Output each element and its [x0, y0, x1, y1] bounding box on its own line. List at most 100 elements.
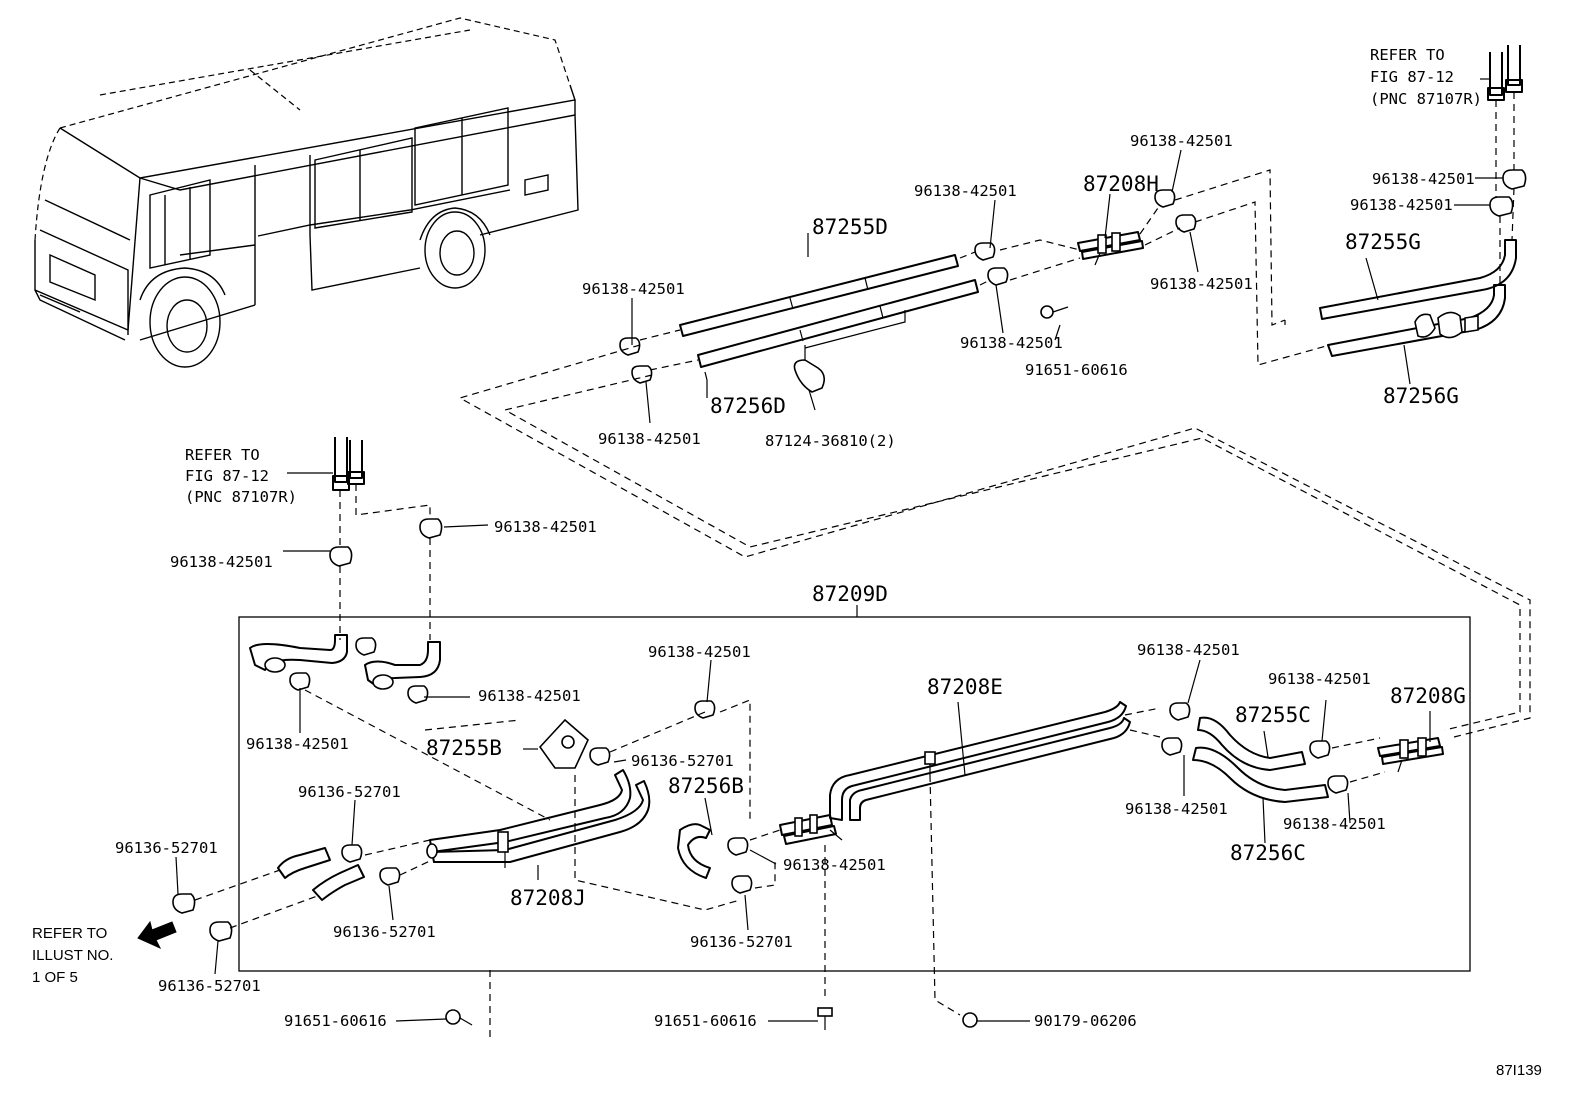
pnc-top-right: (PNC 87107R) [1370, 90, 1482, 108]
clamp-icon [1502, 169, 1527, 190]
pipe-87208J [429, 769, 632, 853]
bus-illustration [34, 17, 579, 368]
label-clamp-42501-r: 96138-42501 [1283, 815, 1386, 833]
refer-illust-arrow [137, 920, 177, 950]
fig-left: FIG 87-12 [185, 467, 269, 485]
pipe-87255G [1319, 239, 1517, 320]
label-87255B: 87255B [426, 736, 502, 760]
refer-to-top-right: REFER TO [1370, 46, 1445, 64]
label-87256G: 87256G [1383, 384, 1459, 408]
bottom-fasteners [445, 970, 978, 1040]
clamp-icon [1489, 196, 1514, 217]
hose-87256B [677, 823, 711, 879]
label-clamp-42501-n: 96138-42501 [783, 856, 886, 874]
clamp-icon [1154, 189, 1176, 208]
clamp-icon [329, 546, 353, 567]
label-clamp-42501-d: 96138-42501 [960, 334, 1063, 352]
label-87255G: 87255G [1345, 230, 1421, 254]
clamp-icon [209, 921, 233, 942]
hose-87256C [1192, 746, 1329, 803]
refer-illust-line2: ILLUST NO. [32, 947, 113, 964]
pipe-87208E [829, 701, 1127, 821]
label-87256C: 87256C [1230, 841, 1306, 865]
clamp-icon [172, 893, 196, 914]
label-clamp-42501-o: 96138-42501 [1137, 641, 1240, 659]
connector-87208H [1077, 231, 1144, 266]
hose-87255C [1197, 716, 1306, 771]
label-clamp-42501-j: 96138-42501 [494, 518, 597, 536]
clamp-icon [1327, 775, 1349, 794]
label-clamp-52701-c: 96136-52701 [115, 839, 218, 857]
label-87209D: 87209D [812, 582, 888, 606]
clamp-icon [727, 837, 749, 856]
clamp-icon [694, 700, 716, 719]
label-87256D: 87256D [710, 394, 786, 418]
hose-short-1 [277, 847, 331, 879]
label-clip-90179: 90179-06206 [1034, 1012, 1137, 1030]
label-bolt-bottom-left: 91651-60616 [284, 1012, 387, 1030]
figure-code: 87I139 [1496, 1062, 1542, 1079]
clamp-icon [987, 267, 1009, 286]
clamp-icon [341, 844, 363, 863]
pipe-87256D [697, 279, 979, 368]
clamp-icon [1309, 740, 1331, 759]
label-clamp-42501-f: 96138-42501 [1150, 275, 1253, 293]
clamp-icon [731, 875, 753, 894]
refer-illust-line3: 1 OF 5 [32, 969, 78, 986]
label-clamp-42501-m: 96138-42501 [648, 643, 751, 661]
pipe-87256G [1327, 284, 1506, 357]
label-clamp-42501-b: 96138-42501 [598, 430, 701, 448]
assembly-box-87209D [238, 616, 1471, 972]
clip-87124 [793, 359, 826, 393]
clamp-icon [631, 365, 653, 384]
label-clamp-52701-e: 96136-52701 [158, 977, 261, 995]
leader-lines [175, 78, 1503, 1022]
hose-short-2 [312, 864, 365, 901]
label-clamp-42501-k: 96138-42501 [246, 735, 349, 753]
label-clip-87124: 87124-36810(2) [765, 432, 896, 450]
label-87208J: 87208J [510, 886, 586, 910]
label-clamp-42501-q: 96138-42501 [1268, 670, 1371, 688]
clamp-icon [1169, 702, 1191, 721]
clamp-icon [289, 672, 311, 691]
pnc-left: (PNC 87107R) [185, 488, 297, 506]
label-87255D: 87255D [812, 215, 888, 239]
clamp-icon [1161, 737, 1183, 756]
label-87208E: 87208E [927, 675, 1003, 699]
label-bolt-bottom-mid: 91651-60616 [654, 1012, 757, 1030]
left-refer-pipes [329, 437, 443, 640]
label-clamp-42501-c: 96138-42501 [914, 182, 1017, 200]
refer-illust-line1: REFER TO [32, 925, 107, 942]
label-clamp-42501-i: 96138-42501 [170, 553, 273, 571]
label-clamp-42501-p: 96138-42501 [1125, 800, 1228, 818]
clamp-icon [355, 637, 377, 656]
refer-to-left: REFER TO [185, 446, 260, 464]
connector-87208E [779, 814, 843, 845]
clamp-icon [419, 518, 443, 539]
bottom-pipe-assembly [172, 634, 1444, 1016]
label-bolt-top: 91651-60616 [1025, 361, 1128, 379]
clamp-icon [619, 337, 641, 356]
label-clamp-52701-f: 96136-52701 [690, 933, 793, 951]
label-clamp-52701-d: 96136-52701 [333, 923, 436, 941]
label-clamp-42501-h: 96138-42501 [1350, 196, 1453, 214]
clamp-icon [1175, 214, 1197, 233]
pipe-87255D [679, 254, 959, 337]
connector-87208G [1377, 737, 1444, 773]
label-clamp-42501-g: 96138-42501 [1372, 170, 1475, 188]
label-clamp-52701-a: 96136-52701 [631, 752, 734, 770]
clamp-icon [974, 242, 996, 261]
label-87256B: 87256B [668, 774, 744, 798]
clamp-icon [407, 685, 429, 704]
fig-top-right: FIG 87-12 [1370, 68, 1454, 86]
label-clamp-42501-l: 96138-42501 [478, 687, 581, 705]
label-87208H: 87208H [1083, 172, 1159, 196]
label-clamp-42501-a: 96138-42501 [582, 280, 685, 298]
top-pipe-assembly [619, 45, 1527, 393]
label-87208G: 87208G [1390, 684, 1466, 708]
clamp-icon [589, 747, 611, 766]
label-87255C: 87255C [1235, 703, 1311, 727]
label-clamp-42501-e: 96138-42501 [1130, 132, 1233, 150]
label-clamp-52701-b: 96136-52701 [298, 783, 401, 801]
